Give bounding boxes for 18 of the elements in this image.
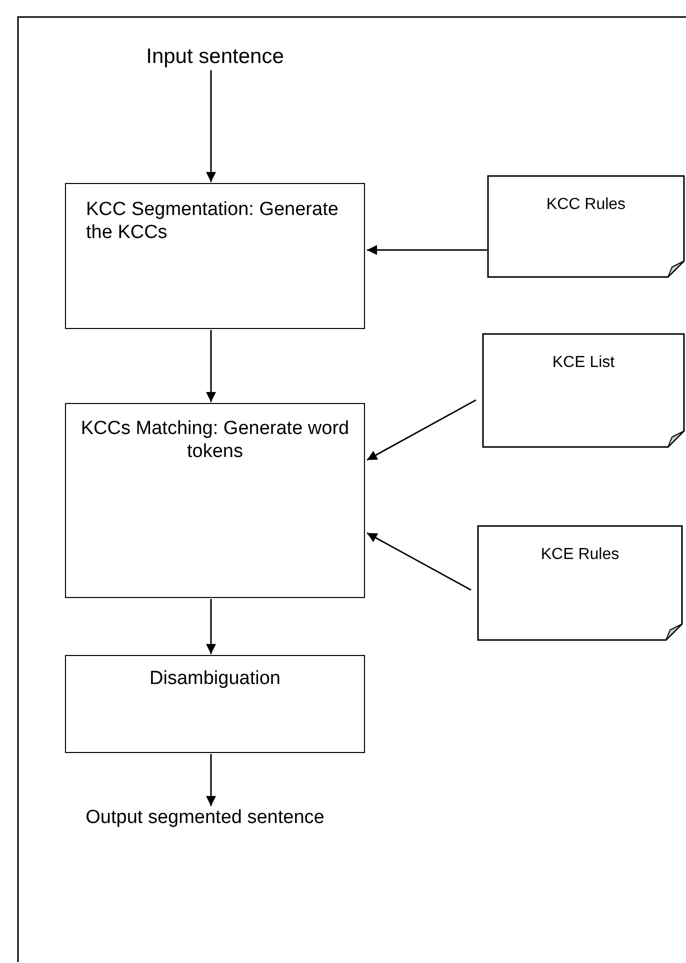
note-title: KCE Rules (540, 545, 620, 564)
arrow (206, 330, 216, 402)
arrow (206, 70, 216, 182)
process-box (65, 403, 365, 598)
step-label: KCCs Matching: Generate word tokens (80, 417, 350, 464)
process-box (65, 183, 365, 329)
output-label: Output segmented sentence (84, 807, 326, 830)
note-title: KCE List (551, 353, 616, 372)
arrow (206, 754, 216, 806)
input-label: Input sentence (145, 44, 285, 70)
step-label: Disambiguation (148, 667, 282, 691)
note-title: KCC Rules (545, 195, 627, 214)
step-label: KCC Segmentation: Generate the KCCs (85, 198, 340, 245)
arrow (367, 245, 487, 255)
arrow (366, 399, 476, 461)
process-box (65, 655, 365, 753)
arrow (366, 532, 472, 591)
arrow (206, 599, 216, 654)
